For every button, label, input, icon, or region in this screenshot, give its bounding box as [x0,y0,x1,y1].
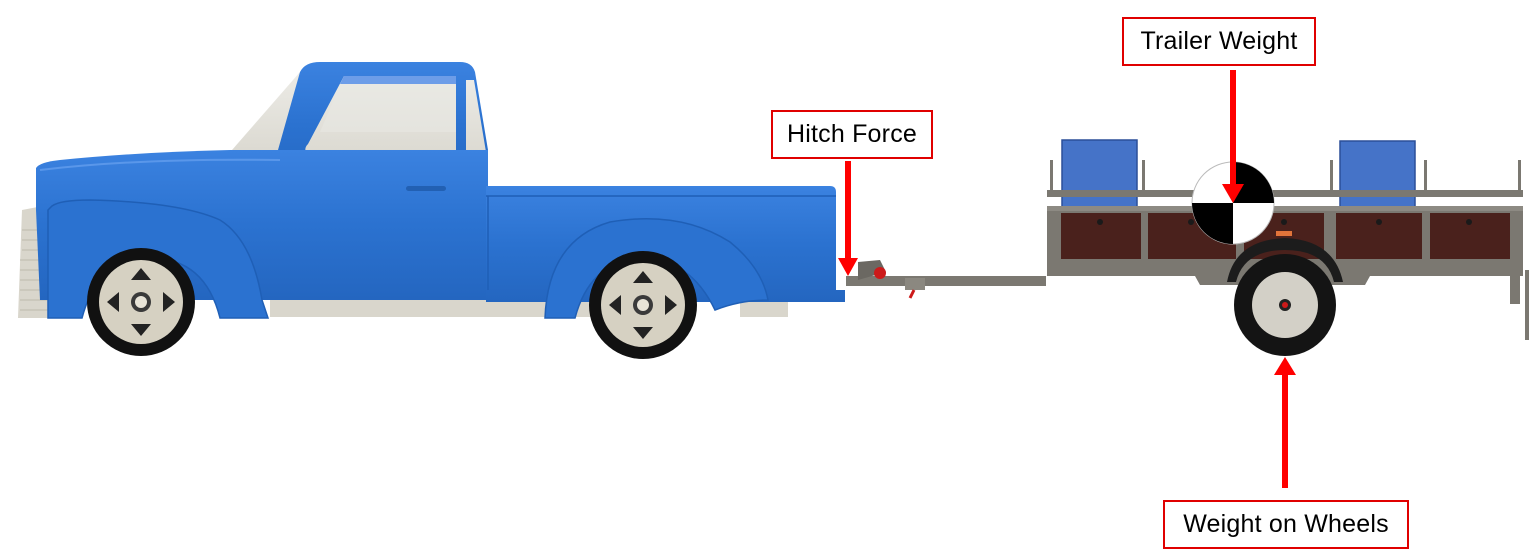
truck-door-handle [406,186,446,191]
trailer-cargo-box-left [1061,139,1138,211]
trailer-hitch [846,260,1046,299]
weight-on-wheels-label: Weight on Wheels [1163,500,1409,549]
weight-on-wheels-arrow-icon [1274,357,1296,488]
truck-front-wheel [87,248,195,356]
hitch-force-arrow-icon [838,161,858,276]
trailer-wheel [1234,254,1336,356]
truck-rear-wheel [589,251,697,359]
weight-on-wheels-label-text: Weight on Wheels [1183,510,1389,538]
hitch-force-label: Hitch Force [771,110,933,159]
trailer-weight-label: Trailer Weight [1122,17,1316,66]
pickup-truck [18,62,845,359]
trailer-weight-arrow-icon [1222,70,1244,203]
trailer-tongue [846,276,1046,286]
trailer-weight-label-text: Trailer Weight [1140,27,1298,55]
trailer-fender [1227,238,1343,282]
hitch-force-label-text: Hitch Force [786,120,917,148]
trailer-cargo-box-right [1339,140,1416,212]
utility-trailer [1047,139,1529,356]
